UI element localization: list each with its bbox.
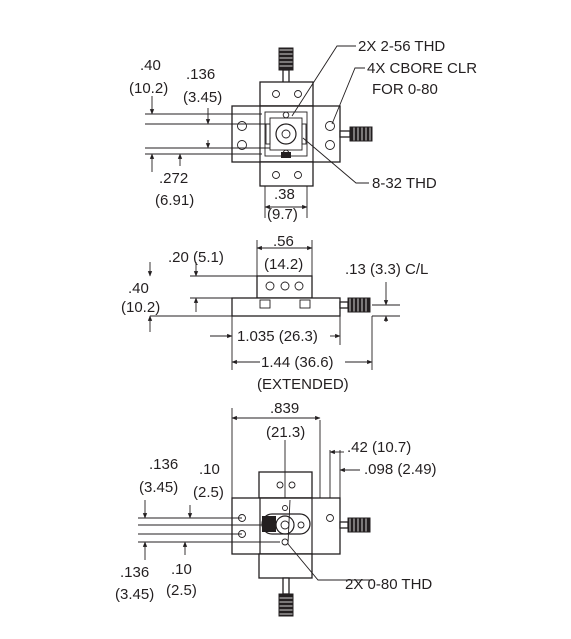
- dim-038-mm: (9.7): [267, 206, 298, 223]
- dim-272-mm: (6.91): [155, 192, 194, 209]
- dim-040-side-mm: (10.2): [121, 299, 160, 316]
- dim-010b-in: .10: [171, 561, 192, 578]
- dim-272-in: .272: [159, 170, 188, 187]
- bottom-right-knob: [347, 517, 371, 533]
- dim-136-mm: (3.45): [183, 89, 222, 106]
- dim-056-in: .56: [273, 233, 294, 250]
- callout-4x-cbore-line1: 4X CBORE CLR: [367, 60, 477, 77]
- callout-2x-0-80-thd: 2X 0-80 THD: [345, 576, 432, 593]
- dim-1035: 1.035 (26.3): [237, 328, 318, 345]
- side-knob: [347, 297, 371, 313]
- dim-040-in: .40: [140, 57, 161, 74]
- callout-2x-2-56-thd: 2X 2-56 THD: [358, 38, 445, 55]
- dim-extended: (EXTENDED): [257, 376, 349, 393]
- dim-040-side-in: .40: [128, 280, 149, 297]
- dim-839-in: .839: [270, 400, 299, 417]
- dim-136b-mm: (3.45): [115, 586, 154, 603]
- bottom-view: .839 (21.3) .42 (10.7) .098 (2.49) .136 …: [115, 400, 437, 617]
- side-base: [231, 297, 341, 317]
- side-top-block: [256, 275, 313, 299]
- dim-098: .098 (2.49): [364, 461, 437, 478]
- bottom-plate: [259, 161, 314, 187]
- dim-136-bottom-in: .136: [149, 456, 178, 473]
- dim-020: .20 (5.1): [168, 249, 224, 266]
- dim-136-in: .136: [186, 66, 215, 83]
- callout-4x-cbore-line2: FOR 0-80: [372, 81, 438, 98]
- dim-839-mm: (21.3): [266, 424, 305, 441]
- dim-056-mm: (14.2): [264, 256, 303, 273]
- top-plate: [259, 81, 314, 107]
- bottom-knob: [278, 593, 294, 617]
- dim-013-cl: .13 (3.3) C/L: [345, 261, 428, 278]
- dim-010b-mm: (2.5): [166, 582, 197, 599]
- dim-010-in: .10: [199, 461, 220, 478]
- dim-136b-in: .136: [120, 564, 149, 581]
- top-knob: [278, 47, 294, 71]
- dim-042: .42 (10.7): [347, 439, 411, 456]
- side-view: .56 (14.2) .20 (5.1) .13 (3.3) C/L .40 (…: [121, 233, 428, 393]
- dim-010-mm: (2.5): [193, 484, 224, 501]
- dim-038-in: .38: [274, 186, 295, 203]
- dim-136-bottom-mm: (3.45): [139, 479, 178, 496]
- right-knob: [349, 126, 373, 142]
- dim-144: 1.44 (36.6): [261, 354, 334, 371]
- top-view: 2X 2-56 THD 4X CBORE CLR FOR 0-80 8-32 T…: [129, 38, 477, 223]
- dim-040-mm: (10.2): [129, 80, 168, 97]
- bottom-main-body: [231, 497, 341, 555]
- callout-8-32-thd: 8-32 THD: [372, 175, 437, 192]
- bottom-lower-plate: [258, 553, 313, 579]
- bottom-top-plate: [258, 471, 313, 499]
